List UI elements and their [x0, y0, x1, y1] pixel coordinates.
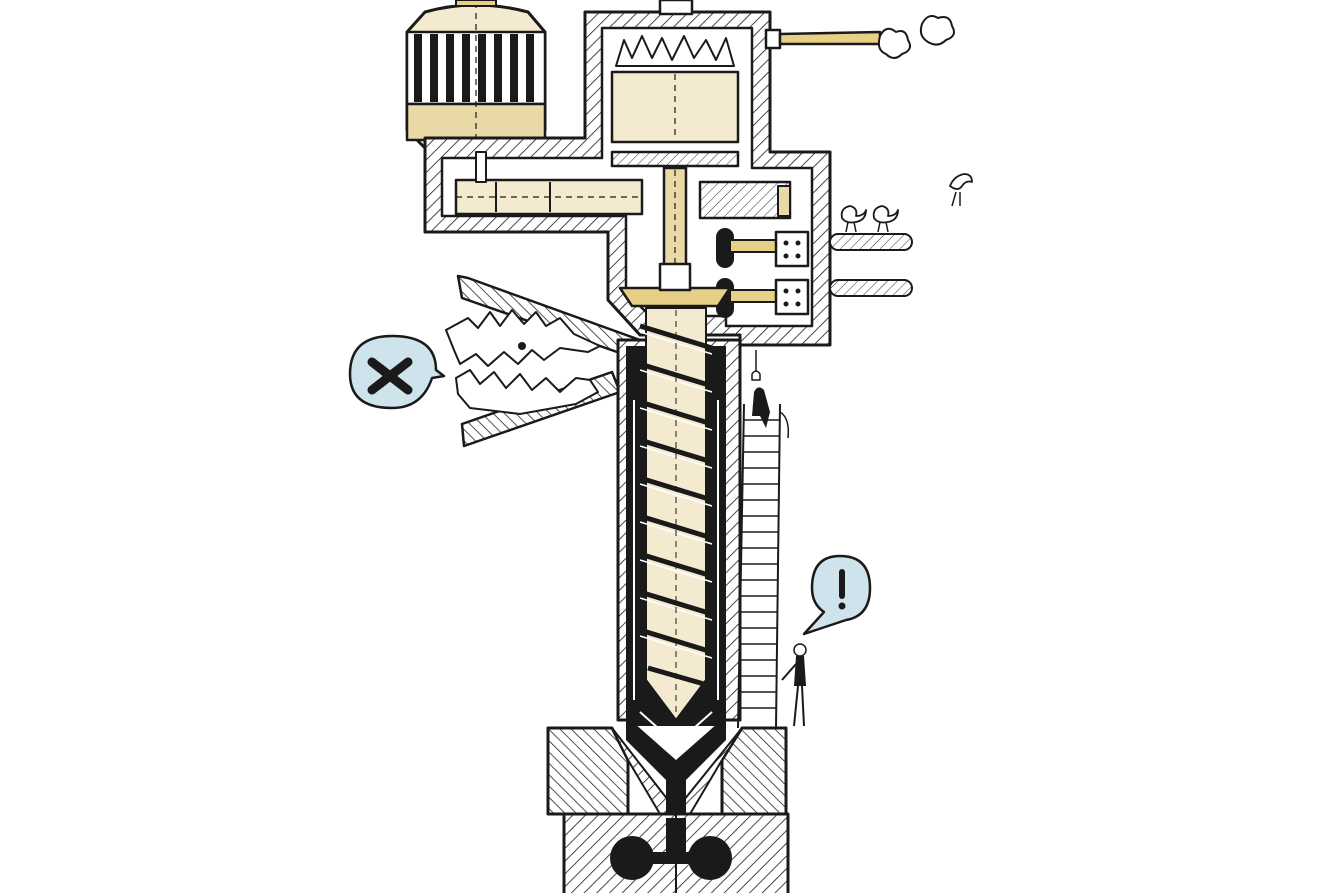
mold-cavity — [610, 818, 732, 880]
flame-icon — [615, 35, 735, 67]
worker-figure-icon — [781, 643, 807, 727]
outlet-valves — [716, 228, 913, 318]
exclamation-speech-bubble-icon — [802, 554, 872, 636]
x-speech-bubble-icon — [348, 334, 446, 410]
exhaust-pipe — [764, 15, 955, 59]
worker-figure-icon — [752, 387, 770, 428]
mold-clamp — [546, 726, 788, 816]
drive-belt — [454, 151, 644, 216]
heating-chamber — [610, 35, 740, 168]
motor-cooling-fins — [414, 34, 534, 102]
bird-icon — [840, 205, 867, 233]
bird-icon — [872, 205, 899, 233]
maintenance-ladder — [737, 350, 790, 729]
motor — [405, 0, 547, 150]
crocodile-teeth — [445, 309, 601, 415]
screw — [618, 262, 732, 721]
shaft-top-knob — [658, 0, 694, 16]
thrust-block — [698, 180, 792, 220]
mold — [562, 812, 790, 893]
nozzle — [626, 711, 726, 830]
flying-bird-icon — [949, 173, 973, 207]
